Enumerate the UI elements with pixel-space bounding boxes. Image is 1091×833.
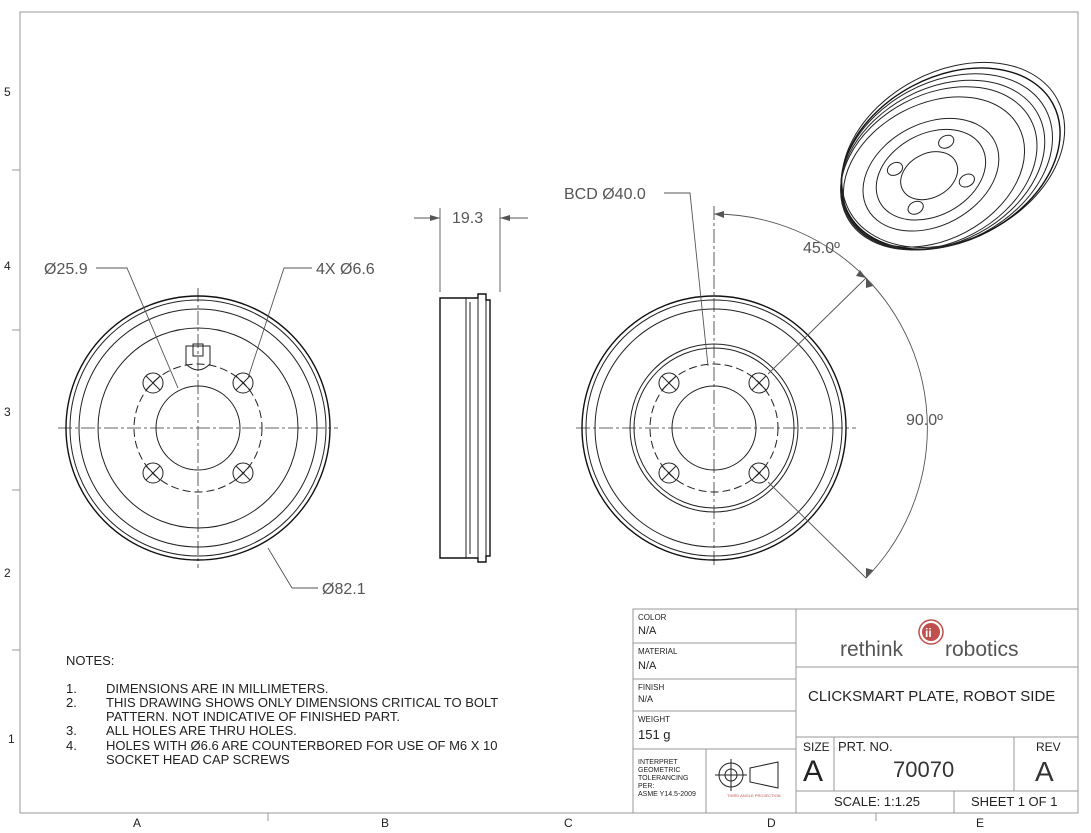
sheet-border (19, 11, 1079, 814)
projection-label: THIRD ANGLE PROJECTION (727, 793, 781, 798)
note-1-num: 1. (66, 681, 77, 696)
rear-view (576, 192, 928, 579)
color-label: COLOR (638, 613, 667, 622)
rev-value: A (1035, 756, 1054, 787)
zone-col-d: D (767, 816, 776, 830)
dim-hub-diameter: Ø25.9 (44, 261, 88, 278)
size-label: SIZE (803, 740, 830, 754)
notes-heading: NOTES: (66, 653, 114, 668)
dim-angle-45: 45.0º (803, 240, 840, 257)
note-2-num: 2. (66, 695, 77, 710)
logo-text-left: rethink (840, 638, 904, 661)
zone-row-5: 5 (4, 85, 11, 99)
finish-label: FINISH (638, 683, 664, 692)
note-3-num: 3. (66, 723, 77, 738)
dim-angle-90: 90.0º (906, 412, 943, 429)
material-label: MATERIAL (638, 647, 678, 656)
interpret-line-4: PER: (638, 783, 654, 790)
notes: NOTES: 1. DIMENSIONS ARE IN MILLIMETERS.… (66, 653, 498, 767)
front-view (58, 267, 338, 589)
side-view (414, 208, 528, 563)
zone-col-b: B (381, 816, 389, 830)
finish-value: N/A (638, 694, 653, 704)
title-block (632, 608, 1079, 814)
dim-thickness: 19.3 (452, 210, 483, 227)
logo-mark-icon (918, 619, 944, 645)
material-value: N/A (638, 660, 657, 672)
note-4-line-2: SOCKET HEAD CAP SCREWS (106, 752, 290, 767)
part-label: PRT. NO. (838, 739, 893, 754)
color-value: N/A (638, 625, 657, 637)
rev-label: REV (1036, 740, 1061, 754)
zone-col-c: C (564, 816, 573, 830)
company-logo: rethink ii robotics (840, 619, 1019, 661)
weight-label: WEIGHT (638, 715, 670, 724)
note-2-line-2: PATTERN. NOT INDICATIVE OF FINISHED PART… (106, 709, 400, 724)
logo-text-right: robotics (945, 638, 1019, 661)
part-value: 70070 (893, 757, 954, 782)
sheet-value: SHEET 1 OF 1 (971, 794, 1057, 809)
size-value: A (803, 755, 823, 788)
drawing-title: CLICKSMART PLATE, ROBOT SIDE (808, 688, 1055, 705)
interpret-line-1: INTERPRET (638, 759, 678, 766)
note-4-line-1: HOLES WITH Ø6.6 ARE COUNTERBORED FOR USE… (106, 738, 498, 753)
zone-col-e: E (976, 816, 984, 830)
front-bolt-holes (142, 372, 254, 484)
logo-mark-glyph: ii (925, 626, 932, 640)
rear-bolt-holes (658, 372, 770, 484)
zone-col-a: A (133, 816, 141, 830)
interpret-block: INTERPRET GEOMETRIC TOLERANCING PER: ASM… (638, 759, 696, 798)
dim-holes: 4X Ø6.6 (316, 261, 375, 278)
zone-row-labels: 5 4 3 2 1 (4, 85, 20, 746)
weight-value: 151 g (638, 727, 671, 742)
third-angle-projection-icon: THIRD ANGLE PROJECTION (715, 759, 781, 798)
note-2-line-1: THIS DRAWING SHOWS ONLY DIMENSIONS CRITI… (106, 695, 498, 710)
interpret-line-5: ASME Y14.5-2009 (638, 791, 696, 798)
dim-outer-diameter: Ø82.1 (322, 581, 366, 598)
isometric-view (840, 61, 1066, 251)
zone-col-labels: A B C D E (133, 813, 984, 830)
interpret-line-3: TOLERANCING (638, 775, 688, 782)
dim-bcd: BCD Ø40.0 (564, 186, 646, 203)
note-3-line-1: ALL HOLES ARE THRU HOLES. (106, 723, 297, 738)
zone-row-3: 3 (4, 405, 11, 419)
note-4-num: 4. (66, 738, 77, 753)
note-1-line-1: DIMENSIONS ARE IN MILLIMETERS. (106, 681, 329, 696)
zone-row-1: 1 (8, 732, 15, 746)
scale-value: SCALE: 1:1.25 (834, 794, 920, 809)
interpret-line-2: GEOMETRIC (638, 767, 680, 774)
zone-row-4: 4 (4, 259, 11, 273)
zone-row-2: 2 (4, 566, 11, 580)
